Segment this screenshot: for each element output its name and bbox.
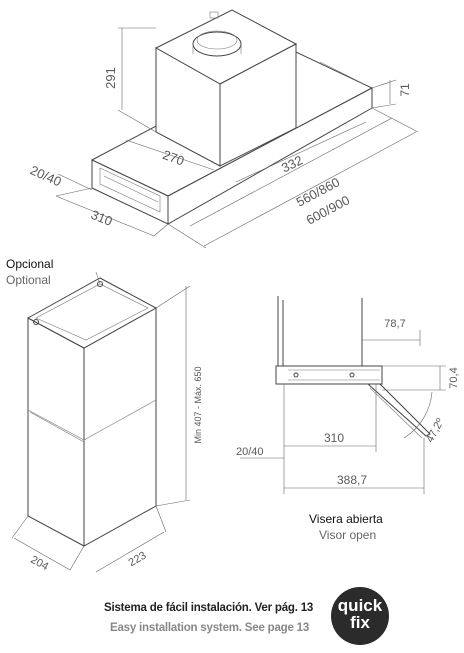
- dim-70-4: 70,4: [448, 367, 460, 388]
- dim-388-7: 388,7: [337, 473, 367, 487]
- dim-291: 291: [103, 67, 118, 89]
- dim-line-270: [125, 139, 215, 171]
- optional-label-en: Optional: [6, 273, 51, 287]
- chimney-front: [27, 317, 85, 547]
- dim-270: 270: [161, 147, 187, 169]
- badge-line-quick: quick: [337, 596, 383, 615]
- dim-line-310: [55, 195, 155, 237]
- dim-223: 223: [127, 550, 149, 570]
- footer-text-es: Sistema de fácil instalación. Ver pág. 1…: [104, 602, 314, 614]
- optional-chimney-view: Min 407 - Máx. 650 204 223: [11, 271, 203, 573]
- dim-line-560-860: [189, 117, 393, 227]
- hood-isometric-view: 291 71 270 332 560/860 600/900 20/40 310: [28, 9, 419, 249]
- side-view-visor-open: 78,7 70,4 47,2º 20/40 310 388,7: [236, 296, 460, 494]
- dim-310: 310: [89, 207, 115, 229]
- hood-body-section: [275, 365, 383, 385]
- dim-side-20-40: 20/40: [236, 446, 264, 458]
- dim-arc-angle: [403, 391, 433, 439]
- motor-box-side: [219, 43, 297, 167]
- dim-78-7: 78,7: [384, 318, 405, 330]
- dim-line-20-40: [57, 173, 93, 191]
- dim-line-223: [95, 531, 165, 573]
- dim-71: 71: [398, 83, 412, 97]
- dim-line-204: [13, 537, 71, 571]
- visor-open: [366, 383, 431, 437]
- chimney-screw-icon: [97, 281, 103, 287]
- dim-angle: 47,2º: [424, 417, 447, 445]
- optional-label-es: Opcional: [6, 257, 54, 271]
- chimney-side: [83, 307, 157, 547]
- visor-caption-en: Visor open: [319, 528, 377, 542]
- dim-side-310: 310: [324, 431, 344, 445]
- dim-20-40: 20/40: [28, 162, 64, 189]
- footer-text-en: Easy installation system. See page 13: [110, 622, 310, 634]
- quick-fix-badge: quick fix: [331, 587, 389, 645]
- dim-line-600-900: [203, 131, 417, 247]
- dim-line-332: [235, 121, 367, 183]
- dim-chimney-height: Min 407 - Máx. 650: [193, 366, 203, 443]
- badge-line-fix: fix: [350, 613, 370, 632]
- hood-visor-slot: [99, 167, 161, 213]
- visor-caption-es: Visera abierta: [309, 512, 383, 526]
